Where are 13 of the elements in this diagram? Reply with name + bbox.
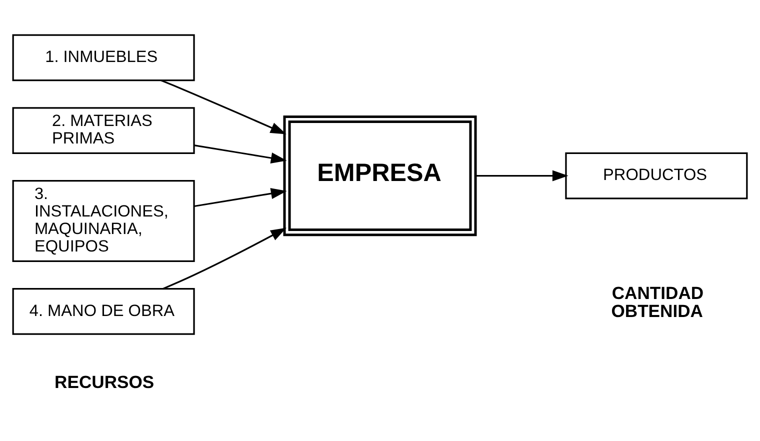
arrow bbox=[194, 188, 287, 207]
label: CANTIDAD OBTENIDA bbox=[611, 282, 704, 320]
node-box: 3. INSTALACIONES, MAQUINARIA, EQUIPOS bbox=[12, 179, 195, 262]
node-box: PRODUCTOS bbox=[565, 152, 748, 199]
node-box: 1. INMUEBLES bbox=[12, 34, 195, 81]
arrow bbox=[160, 79, 286, 134]
arrow bbox=[476, 170, 568, 181]
label: RECURSOS bbox=[54, 371, 154, 392]
node-box: 2. MATERIAS PRIMAS bbox=[12, 106, 195, 154]
node-box: 4. MANO DE OBRA bbox=[12, 288, 195, 334]
node-box: EMPRESA bbox=[283, 114, 477, 236]
arrow bbox=[194, 144, 287, 163]
arrow bbox=[162, 227, 286, 290]
